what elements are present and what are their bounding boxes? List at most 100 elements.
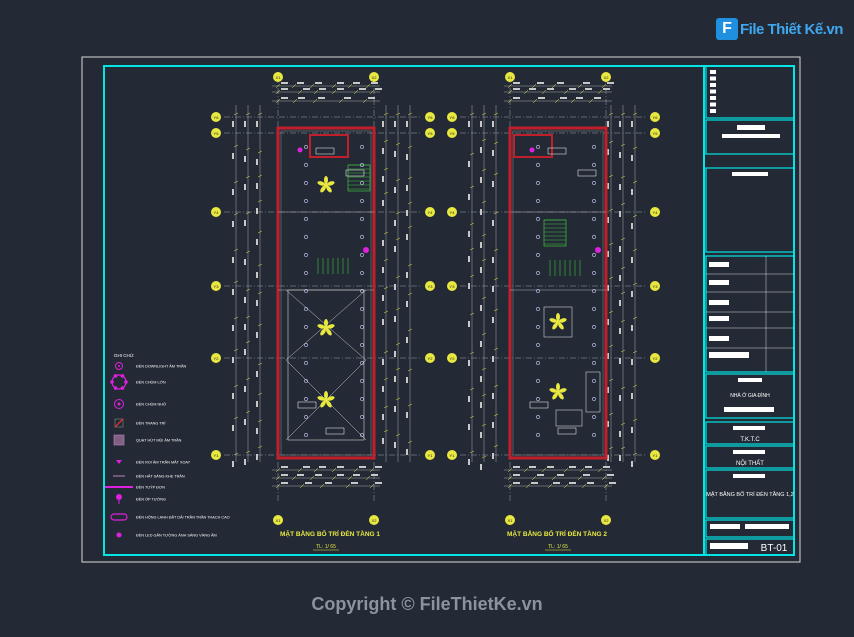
dimension-text <box>607 251 609 257</box>
dimension-text <box>547 466 554 468</box>
dimension-text <box>619 121 621 127</box>
dimension-tick <box>395 367 401 371</box>
dimension-tick <box>383 112 389 116</box>
dimension-tick <box>608 208 614 212</box>
dimension-text <box>359 466 366 468</box>
dimension-tick <box>369 467 375 473</box>
dimension-tick <box>233 112 239 116</box>
dimension-text <box>631 359 633 365</box>
stair-outline <box>347 164 371 192</box>
downlight <box>592 289 596 293</box>
dimension-tick <box>257 323 263 327</box>
dimension-text <box>315 82 322 84</box>
dimension-tick <box>245 410 251 414</box>
grid-bubble <box>425 353 435 363</box>
downlight <box>360 397 364 401</box>
dimension-text <box>232 189 234 195</box>
dimension-tick <box>395 211 401 215</box>
grid-bubble <box>211 450 221 460</box>
dimension-text <box>480 305 482 311</box>
downlight <box>536 343 540 347</box>
dimension-tick <box>620 175 626 179</box>
dimension-tick <box>608 344 614 348</box>
title-block: NHÀ Ở GIA ĐÌNH T.K.T.C NỘI THẤT MẶT BẰNG… <box>705 65 795 556</box>
title-block-mark <box>738 378 762 382</box>
dimension-tick <box>493 141 499 145</box>
dimension-tick <box>245 288 251 292</box>
grid-bubble <box>211 281 221 291</box>
dimension-text <box>607 387 609 393</box>
dimension-tick <box>383 377 389 381</box>
grid-bubble-label: X1 <box>276 518 282 523</box>
title-block-mark <box>710 89 716 94</box>
dimension-tick <box>620 446 626 450</box>
downlight <box>360 217 364 221</box>
fixture-tag <box>315 147 335 155</box>
dimension-text <box>256 371 258 377</box>
dimension-tick <box>407 368 413 372</box>
dimension-tick <box>523 89 529 95</box>
downlight <box>592 145 596 149</box>
dimension-tick <box>407 145 413 149</box>
dimension-tick <box>469 450 475 454</box>
dimension-text <box>351 482 358 484</box>
dimension-tick <box>245 450 251 454</box>
dimension-tick <box>493 211 499 215</box>
dimension-text <box>281 97 288 99</box>
legend-cove-light-icon <box>110 513 128 521</box>
grid-bubble <box>273 515 283 525</box>
grid-bubble-label: Y6 <box>653 115 659 120</box>
dimension-text <box>406 272 408 278</box>
dimension-tick <box>331 475 337 481</box>
dimension-tick <box>395 433 401 437</box>
dimension-text <box>359 88 366 90</box>
dimension-text <box>303 466 310 468</box>
dimension-text <box>315 474 322 476</box>
title-block-mark <box>709 300 729 305</box>
dimension-text <box>337 88 344 90</box>
dimension-text <box>607 285 609 291</box>
chandelier-petal <box>558 322 564 330</box>
dimension-text <box>337 474 344 476</box>
dimension-tick <box>275 483 281 489</box>
dimension-text <box>256 121 258 127</box>
dimension-text <box>480 464 482 470</box>
dimension-text <box>513 466 520 468</box>
grid-bubble-label: X2 <box>372 518 378 523</box>
dimension-text <box>569 482 576 484</box>
dimension-text <box>256 159 258 165</box>
dimension-tick <box>469 351 475 355</box>
legend-chandelier-bulb <box>120 386 125 390</box>
grid-bubble <box>211 128 221 138</box>
dimension-text <box>538 97 545 99</box>
downlight <box>360 181 364 185</box>
chandelier-petal <box>324 319 328 327</box>
grid-bubble <box>273 72 283 82</box>
downlight <box>360 343 364 347</box>
downlight <box>536 235 540 239</box>
dimension-tick <box>309 475 315 481</box>
downlight <box>536 307 540 311</box>
dimension-text <box>256 401 258 407</box>
dimension-text <box>382 121 384 127</box>
grid-bubble-label: Y4 <box>428 210 434 215</box>
dimension-tick <box>481 200 487 204</box>
grid-bubble-label: Y2 <box>450 356 456 361</box>
dimension-text <box>394 351 396 357</box>
chandelier-center <box>324 398 328 402</box>
dimension-tick <box>579 89 585 95</box>
dimension-text <box>232 325 234 331</box>
site-logo[interactable]: F File Thiết Kế.vn <box>716 16 843 42</box>
wall-light <box>529 147 535 153</box>
grid-bubble <box>447 450 457 460</box>
wall-light <box>297 147 303 153</box>
dimension-tick <box>469 312 475 316</box>
wall-light <box>595 247 601 253</box>
dimension-tick <box>383 191 389 195</box>
dimension-tick <box>312 98 318 104</box>
legend-item-label: ĐÈN DOWNLIGHT ÂM TRẦN <box>136 364 187 369</box>
dimension-tick <box>395 342 401 346</box>
dimension-text <box>607 217 609 223</box>
dimension-text <box>594 97 601 99</box>
dimension-tick <box>257 362 263 366</box>
